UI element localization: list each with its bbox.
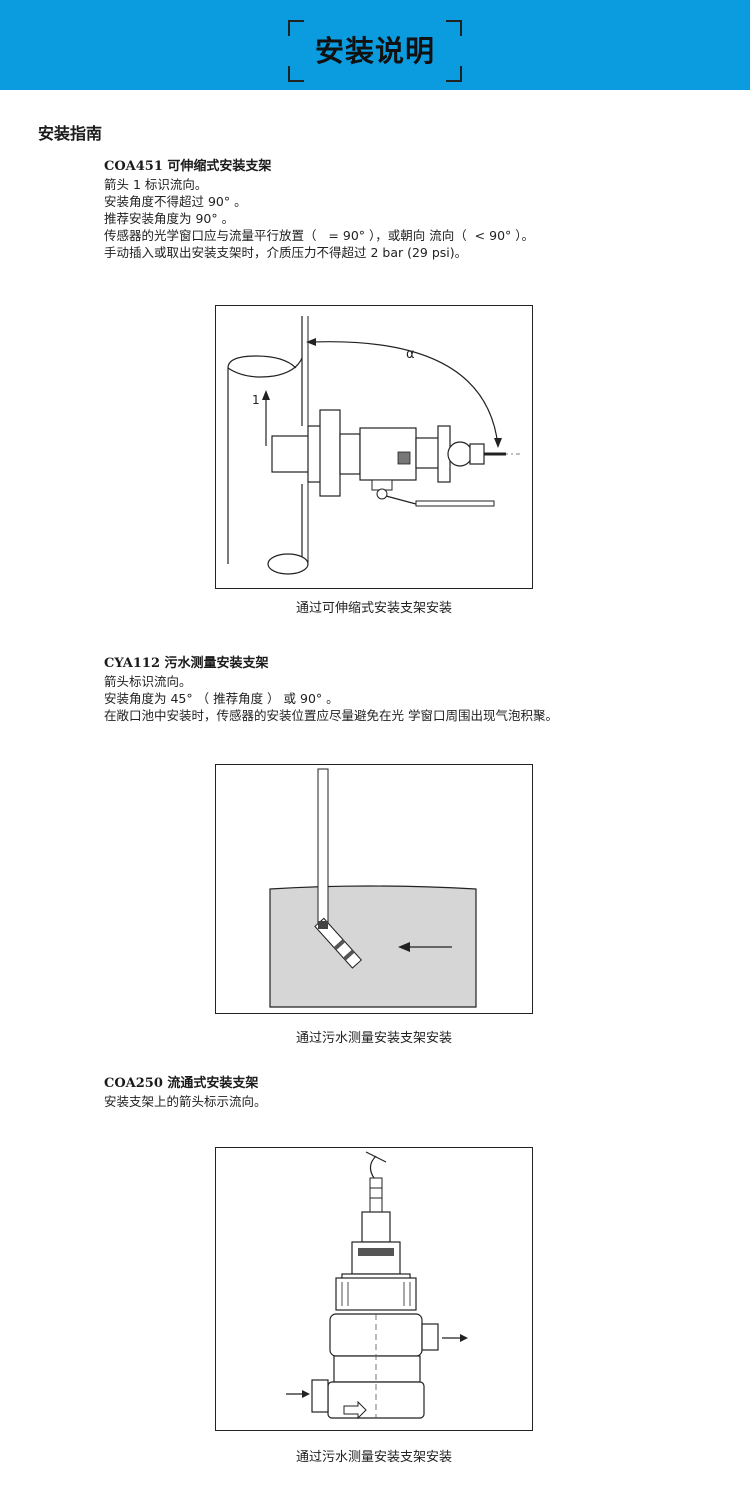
- figure-caption: 通过污水测量安装支架安装: [295, 1031, 452, 1046]
- flow-arrow-label: 1: [252, 393, 260, 407]
- figure-flow-assembly: [215, 1147, 533, 1431]
- block-cya112: CYA112 污水测量安装支架 箭头标识流向。 安装角度为 45° （ 推荐角度…: [104, 655, 724, 724]
- page-title: 安装说明: [314, 34, 435, 68]
- figure-retractable-assembly: 1 α: [215, 305, 533, 589]
- section-heading: 安装指南: [38, 124, 103, 143]
- block-subtitle: CYA112 污水测量安装支架: [104, 656, 269, 671]
- block-coa250: COA250 流通式安装支架 安装支架上的箭头标示流向。: [104, 1075, 724, 1110]
- block-line: 推荐安装角度为 90° 。: [104, 211, 235, 226]
- block-line: 手动插入或取出安装支架时，介质压力不得超过 2 bar (29 psi)。: [104, 245, 468, 260]
- block-line: 在敞口池中安装时，传感器的安装位置应尽量避免在光 学窗口周围出现气泡积聚。: [104, 708, 558, 723]
- block-subtitle: COA250 流通式安装支架: [104, 1076, 259, 1091]
- block-line: 安装角度不得超过 90° 。: [104, 194, 247, 209]
- figure-caption: 通过可伸缩式安装支架安装: [295, 601, 452, 616]
- title-frame: 安装说明: [288, 20, 462, 82]
- block-line: 安装支架上的箭头标示流向。: [104, 1094, 267, 1109]
- block-coa451: COA451 可伸缩式安装支架 箭头 1 标识流向。 安装角度不得超过 90° …: [104, 158, 724, 261]
- header-banner: 安装说明: [0, 0, 750, 90]
- alpha-label: α: [406, 347, 415, 362]
- block-line: 箭头标识流向。: [104, 674, 192, 689]
- block-subtitle: COA451 可伸缩式安装支架: [104, 159, 272, 174]
- block-line: 传感器的光学窗口应与流量平行放置（ = 90° ），或朝向 流向（ < 90° …: [104, 228, 534, 243]
- figure-caption: 通过污水测量安装支架安装: [295, 1450, 452, 1465]
- block-line: 箭头 1 标识流向。: [104, 177, 208, 192]
- figure-wastewater-holder: [215, 764, 533, 1014]
- block-line: 安装角度为 45° （ 推荐角度 ） 或 90° 。: [104, 691, 339, 706]
